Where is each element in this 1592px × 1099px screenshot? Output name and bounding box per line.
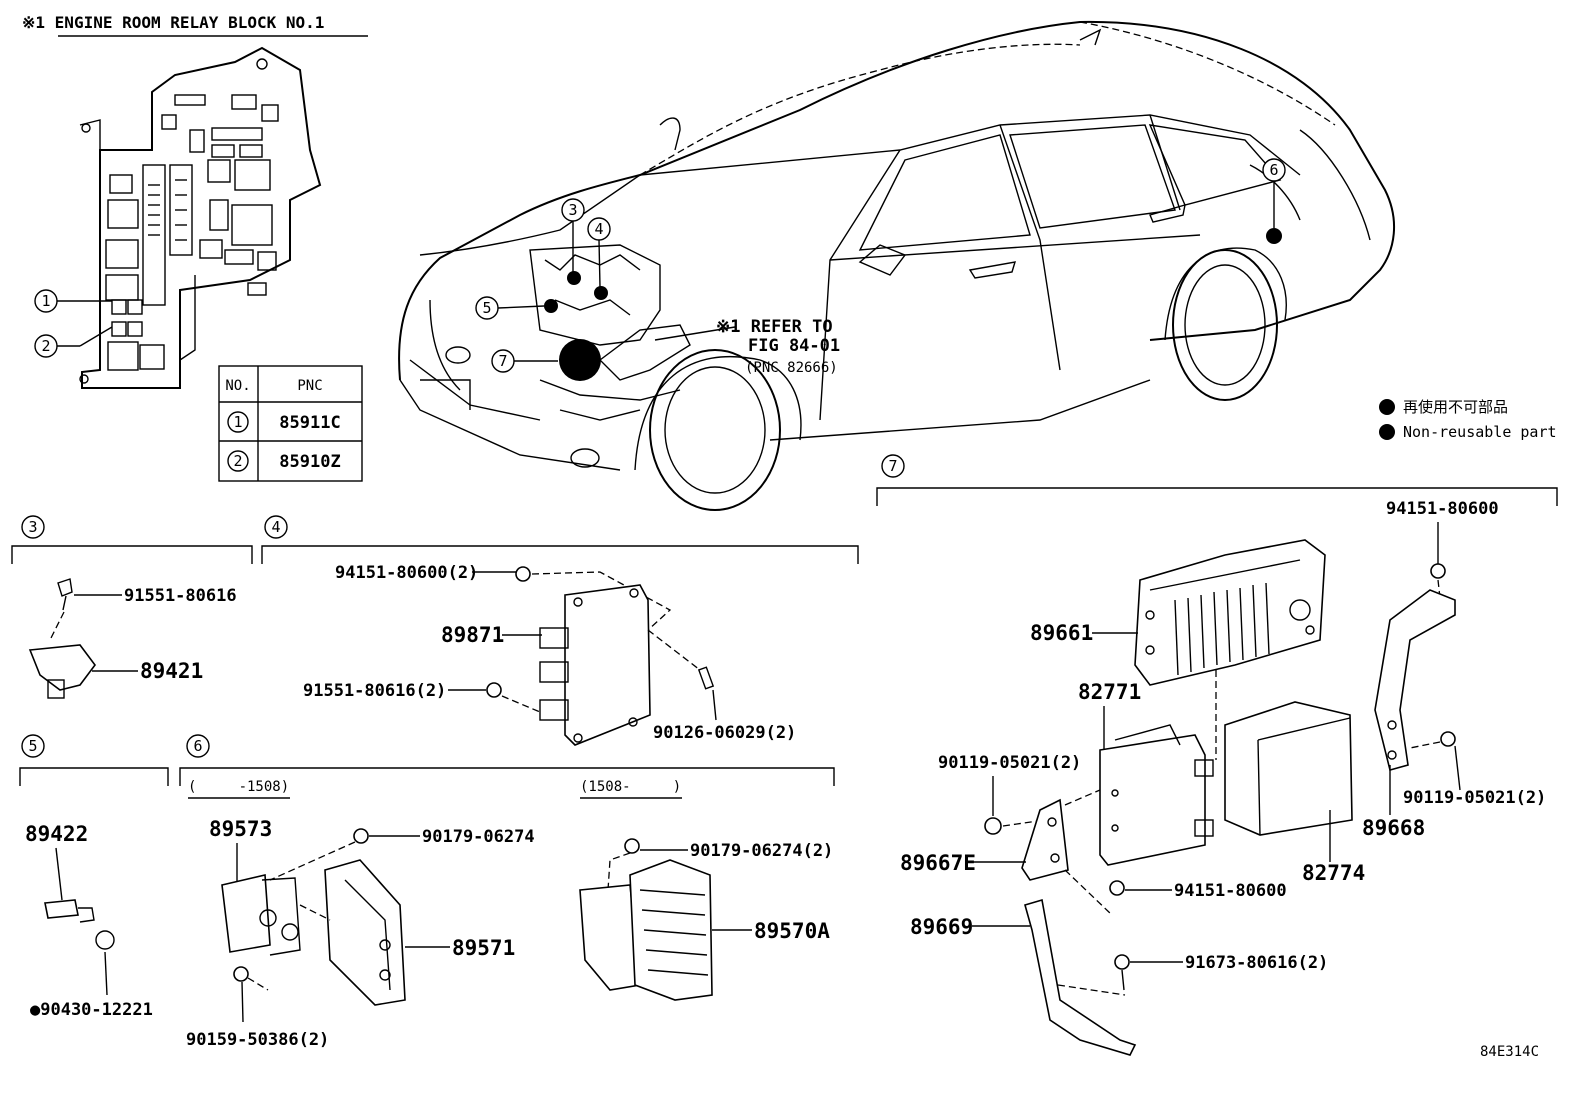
svg-text:4: 4 [271,518,280,536]
section-4-part-2: 89871 [441,623,504,647]
section-6-right-part-2: 89570A [754,919,830,943]
section-6-range-left: ( -1508) [188,779,289,795]
section-7-number: 7 [881,454,905,478]
section-3-number: 3 [21,515,45,539]
relay-block-title: ※1 ENGINE ROOM RELAY BLOCK NO.1 [22,13,324,32]
section-4-part-1: 94151-80600(2) [335,563,478,583]
section-3-part-1: 91551-80616 [124,586,237,606]
section-6-left-part-3: 89571 [452,936,515,960]
section-3-part-2: 89421 [140,659,203,683]
refer-note-line1: ※1 REFER TO [716,317,833,337]
table-row-2-pnc: 85910Z [279,452,340,472]
svg-text:2: 2 [41,337,50,355]
section-4-part-3: 91551-80616(2) [303,681,446,701]
svg-text:1: 1 [41,292,50,310]
section-7-part-10: 89669 [910,915,973,939]
pnc-table: NO. PNC 1 85911C 2 85910Z [218,365,363,482]
svg-text:4: 4 [594,220,603,238]
table-header-pnc: PNC [297,378,322,394]
svg-text:6: 6 [193,737,202,755]
svg-text:5: 5 [28,737,37,755]
legend-item-en: Non-reusable part [1403,423,1557,441]
table-header-no: NO. [225,378,250,394]
car-drawing [398,20,1396,511]
svg-text:3: 3 [568,201,577,219]
figure-code: 84E314C [1480,1044,1539,1060]
refer-note-line3: (PNC 82666) [745,360,838,376]
section-4: 4 94151-80600(2) 89871 91551-80616(2) 90… [261,515,859,746]
section-7-part-2: 89661 [1030,621,1093,645]
section-3: 3 91551-80616 89421 [11,515,253,699]
section-6: 6 ( -1508) (1508- ) 89573 90179-06274 89… [179,734,835,1050]
section-5: 5 89422 ●90430-12221 [19,734,169,1020]
svg-text:7: 7 [498,352,507,370]
car-callout-4: 4 [587,217,611,288]
section-7-part-1: 94151-80600 [1386,499,1499,519]
car-callout-6: 6 [1262,158,1286,228]
section-7: 7 94151-80600 89661 82771 [876,454,1558,1056]
relay-block-section: ※1 ENGINE ROOM RELAY BLOCK NO.1 [22,13,368,482]
legend: 再使用不可部品 Non-reusable part [1379,398,1557,441]
section-6-number: 6 [186,734,210,758]
section-7-part-5: 90119-05021(2) [1403,788,1546,808]
relay-block-drawing [79,46,322,389]
section-4-part-4: 90126-06029(2) [653,723,796,743]
section-6-left-part-2: 90179-06274 [422,827,535,847]
section-5-number: 5 [21,734,45,758]
section-4-number: 4 [264,515,288,539]
table-row-2-no: 2 [227,450,249,472]
svg-text:2: 2 [233,452,242,470]
section-6-left-part-4: 90159-50386(2) [186,1030,329,1050]
section-6-range-right: (1508- ) [580,779,681,795]
section-7-part-3: 82771 [1078,680,1141,704]
callout-2: 2 [34,326,113,358]
car-callout-5: 5 [475,296,545,320]
svg-text:5: 5 [482,299,491,317]
section-5-part-1: 89422 [25,822,88,846]
svg-text:1: 1 [233,413,242,431]
section-7-part-8: 82774 [1302,861,1365,885]
table-row-1-no: 1 [227,411,249,433]
refer-note-line2: FIG 84-01 [748,336,840,356]
callout-1: 1 [34,289,112,313]
section-7-part-9: 94151-80600 [1174,881,1287,901]
svg-text:6: 6 [1269,161,1278,179]
car-callout-3: 3 [561,198,585,272]
section-7-part-11: 91673-80616(2) [1185,953,1328,973]
section-5-part-2: ●90430-12221 [30,1000,153,1020]
section-7-part-7: 89667E [900,851,976,875]
section-6-left-part-1: 89573 [209,817,272,841]
svg-text:3: 3 [28,518,37,536]
car-callout-7: 7 [491,349,558,373]
svg-text:7: 7 [888,457,897,475]
section-6-right-part-1: 90179-06274(2) [690,841,833,861]
table-row-1-pnc: 85911C [279,413,340,433]
section-7-part-6: 89668 [1362,816,1425,840]
legend-item-jp: 再使用不可部品 [1403,398,1508,416]
section-7-part-4: 90119-05021(2) [938,753,1081,773]
